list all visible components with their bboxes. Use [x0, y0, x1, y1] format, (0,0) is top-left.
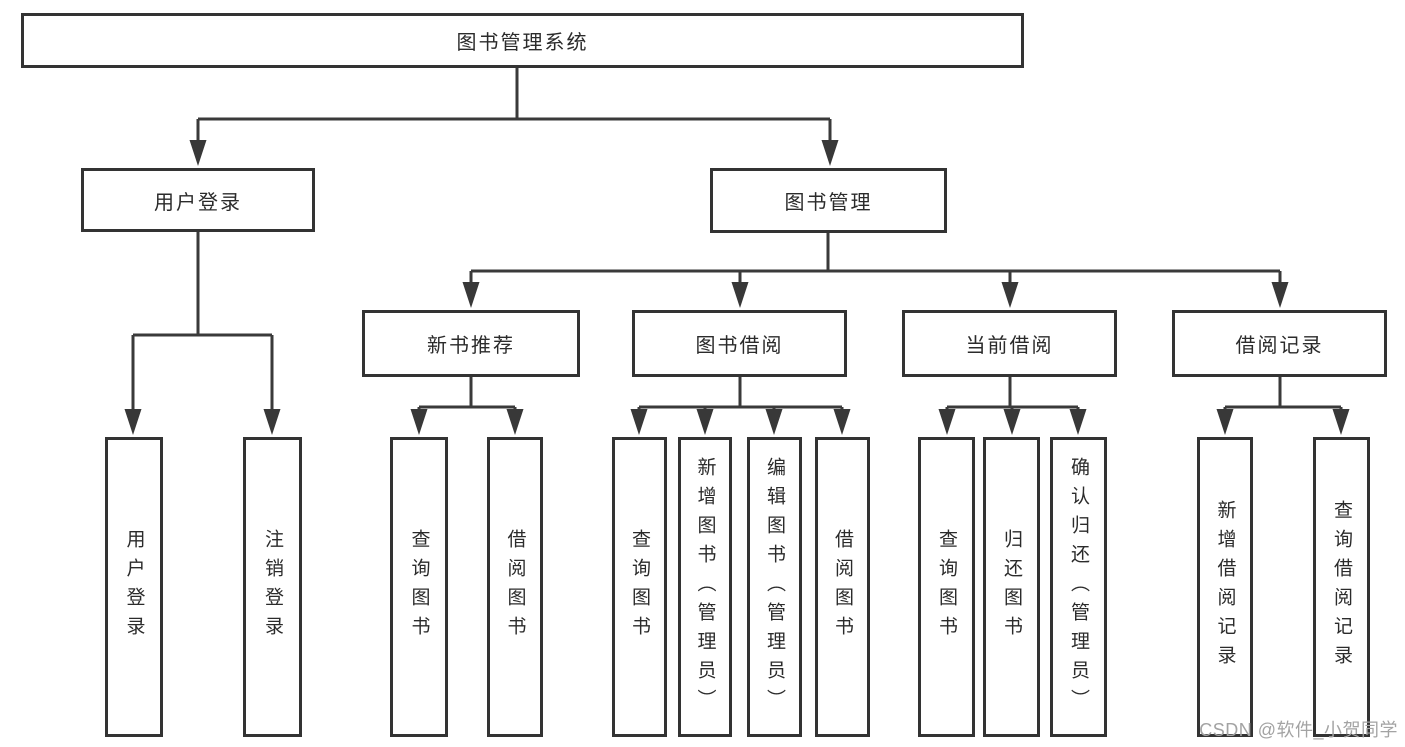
node-label: 确认归还（管理员）: [1068, 456, 1089, 718]
node-borrowing-records: 借阅记录: [1172, 310, 1387, 377]
node-label: 图书借阅: [695, 335, 784, 357]
node-library-management-system: 图书管理系统: [21, 13, 1024, 68]
node-current-borrowing: 当前借阅: [902, 310, 1117, 377]
node-user-login: 用户登录: [81, 168, 315, 232]
node-label: 当前借阅: [965, 335, 1054, 357]
leaf-query-books-under-new-books: 查询图书: [390, 437, 448, 737]
leaf-logout: 注销登录: [243, 437, 302, 737]
node-label: 借阅图书: [504, 529, 526, 645]
node-label: 查询图书: [408, 529, 430, 645]
node-label: 用户登录: [123, 529, 145, 645]
leaf-borrow-books-under-new-books: 借阅图书: [487, 437, 543, 737]
node-label: 图书管理: [784, 192, 873, 214]
node-book-borrowing: 图书借阅: [632, 310, 847, 377]
leaf-edit-book-admin: 编辑图书（管理员）: [747, 437, 802, 737]
node-label: 归还图书: [1001, 529, 1022, 645]
leaf-return-books: 归还图书: [983, 437, 1040, 737]
node-label: 新增借阅记录: [1214, 500, 1236, 674]
leaf-query-books-under-book-borrowing: 查询图书: [612, 437, 667, 737]
node-new-book-recommendation: 新书推荐: [362, 310, 580, 377]
node-label: 编辑图书（管理员）: [764, 456, 785, 718]
node-label: 用户登录: [154, 191, 242, 214]
node-label: 注销登录: [262, 529, 283, 645]
node-label: 借阅记录: [1235, 335, 1324, 357]
node-label: 借阅图书: [832, 529, 853, 645]
leaf-query-books-under-current-borrowing: 查询图书: [918, 437, 975, 737]
leaf-add-borrowing-record: 新增借阅记录: [1197, 437, 1253, 737]
leaf-add-book-admin: 新增图书（管理员）: [678, 437, 732, 737]
node-book-management: 图书管理: [710, 168, 947, 233]
node-label: 新增图书（管理员）: [694, 456, 716, 718]
node-label: 查询图书: [936, 529, 957, 645]
leaf-query-borrowing-record: 查询借阅记录: [1313, 437, 1370, 737]
leaf-user-login: 用户登录: [105, 437, 163, 737]
node-label: 查询图书: [629, 529, 650, 645]
leaf-borrow-books-under-book-borrowing: 借阅图书: [815, 437, 870, 737]
node-label: 图书管理系统: [456, 32, 589, 54]
node-label: 新书推荐: [427, 335, 515, 357]
node-label: 查询借阅记录: [1331, 500, 1352, 674]
csdn-watermark: CSDN @软件_小贺同学: [1199, 720, 1398, 740]
leaf-confirm-return-admin: 确认归还（管理员）: [1050, 437, 1107, 737]
